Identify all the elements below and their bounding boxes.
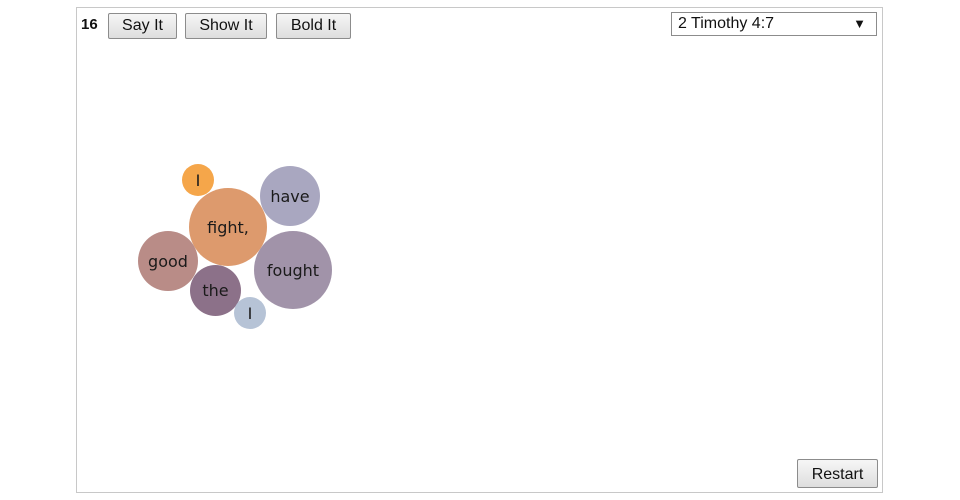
bold-it-button[interactable]: Bold It — [276, 13, 351, 39]
toolbar: 16 Say It Show It Bold It 2 Timothy 4:7 … — [77, 8, 882, 44]
verse-select-value: 2 Timothy 4:7 — [678, 15, 775, 32]
word-bubble-i-orange[interactable]: I — [182, 164, 214, 196]
word-bubble-good[interactable]: good — [138, 231, 198, 291]
chevron-down-icon: ▼ — [853, 16, 866, 31]
word-bubble-have[interactable]: have — [260, 166, 320, 226]
word-bubble-fight[interactable]: fight, — [189, 188, 267, 266]
verse-select[interactable]: 2 Timothy 4:7 ▼ — [671, 12, 877, 36]
word-bubble-fought[interactable]: fought — [254, 231, 332, 309]
word-bubble-i-blue[interactable]: I — [234, 297, 266, 329]
word-counter: 16 — [81, 16, 98, 33]
word-bubble-the[interactable]: the — [190, 265, 241, 316]
game-area: 16 Say It Show It Bold It 2 Timothy 4:7 … — [76, 7, 883, 493]
show-it-button[interactable]: Show It — [185, 13, 267, 39]
restart-button[interactable]: Restart — [797, 459, 878, 488]
say-it-button[interactable]: Say It — [108, 13, 177, 39]
